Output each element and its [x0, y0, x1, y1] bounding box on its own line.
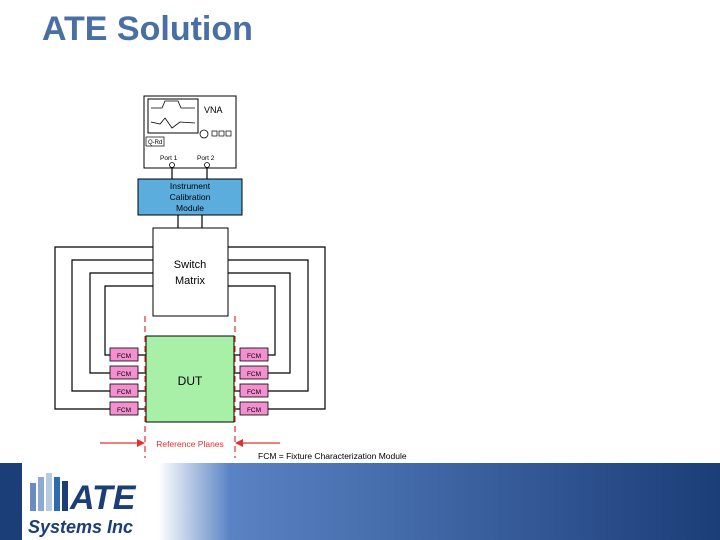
dut-block: DUT: [145, 335, 235, 423]
page-title: ATE Solution: [42, 10, 253, 48]
vna-trace-2: [150, 117, 196, 129]
vna-port2-label: Port 2: [197, 155, 215, 162]
arrow-left-icon: [235, 439, 243, 447]
fcm-right-1: [239, 347, 269, 362]
fcm-left-4-label: FCM: [117, 407, 131, 414]
arrow-right-icon: [137, 439, 145, 447]
fcm-left-3: [109, 383, 139, 398]
vna-label: VNA: [204, 105, 223, 115]
fcm-right-2-label: FCM: [247, 371, 261, 378]
logo-brand: ATE: [69, 479, 137, 517]
fcm-right-group: FCM FCM FCM FCM: [239, 347, 269, 416]
fcm-right-2: [239, 365, 269, 380]
cal-line3: Module: [176, 203, 204, 213]
fcm-left-3-label: FCM: [117, 389, 131, 396]
fcm-left-4: [109, 401, 139, 416]
fcm-left-2: [109, 365, 139, 380]
cal-line2: Calibration: [170, 192, 211, 202]
fcm-left-group: FCM FCM FCM FCM: [109, 347, 139, 416]
logo-subtitle: Systems Inc: [28, 517, 133, 537]
reference-planes: [144, 316, 236, 458]
fcm-right-1-label: FCM: [247, 353, 261, 360]
vna-port1-icon: [169, 162, 175, 168]
fcm-legend-note: FCM = Fixture Characterization Module: [258, 451, 407, 461]
dut-label: DUT: [178, 374, 203, 388]
vna-readout-box: [145, 136, 165, 147]
fcm-right-4: [239, 401, 269, 416]
switch-line1: Switch: [174, 259, 206, 271]
switch-matrix: Switch Matrix: [152, 227, 229, 317]
wiring-loops: [54, 167, 326, 410]
vna-trace-1: [151, 100, 195, 109]
fcm-right-3-label: FCM: [247, 389, 261, 396]
vna-port2-icon: [204, 162, 210, 168]
fcm-right-4-label: FCM: [247, 407, 261, 414]
fcm-left-1: [109, 347, 139, 362]
switch-line2: Matrix: [175, 275, 205, 287]
ate-logo-icon: [30, 473, 68, 511]
vna-readout: Q-Rd: [148, 140, 162, 146]
vna-knob-icon: [199, 129, 209, 139]
reference-planes-label: Reference Planes: [156, 439, 224, 449]
vna-port1-label: Port 1: [160, 155, 178, 162]
fcm-right-3: [239, 383, 269, 398]
fcm-left-2-label: FCM: [117, 371, 131, 378]
fcm-left-1-label: FCM: [117, 353, 131, 360]
calibration-module: Instrument Calibration Module: [137, 178, 243, 216]
cal-line1: Instrument: [170, 181, 211, 191]
reference-planes-arrows: Reference Planes: [100, 439, 280, 449]
vna-instrument: Q-Rd VNA Port 1 Port 2: [143, 95, 237, 169]
vna-screen: [147, 98, 199, 134]
footer-bar: ATE Systems Inc: [0, 463, 720, 540]
